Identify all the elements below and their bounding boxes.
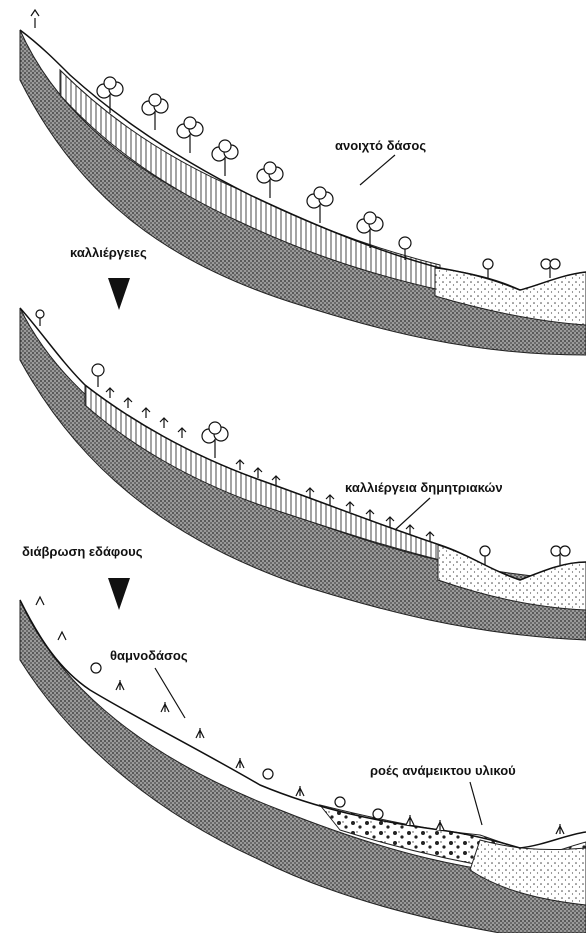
- leader-line-3b: [470, 782, 482, 825]
- arrow-down-icon-2: [108, 578, 130, 610]
- shrub-group-3: [36, 597, 564, 834]
- label-open-forest: ανοιχτό δάσος: [335, 138, 426, 153]
- panel-shrubland: θαμνοδάσος ροές ανάμεικτου υλικού: [20, 597, 586, 933]
- label-soil-erosion: διάβρωση εδάφους: [22, 544, 143, 559]
- label-debris-flows: ροές ανάμεικτου υλικού: [370, 763, 516, 778]
- leader-line-2: [395, 498, 430, 530]
- panel-cereal-cultivation: καλλιέργεια δημητριακών: [20, 308, 586, 640]
- leader-line-1: [360, 155, 395, 185]
- label-cultivation: καλλιέργειες: [70, 245, 147, 260]
- label-shrubland: θαμνοδάσος: [110, 648, 188, 663]
- leader-line-3a: [155, 668, 185, 718]
- label-cereal-cultivation: καλλιέργεια δημητριακών: [345, 480, 503, 495]
- panel-open-forest: ανοιχτό δάσος: [20, 10, 586, 355]
- arrow-down-icon-1: [108, 278, 130, 310]
- transition-1: καλλιέργειες: [70, 245, 147, 310]
